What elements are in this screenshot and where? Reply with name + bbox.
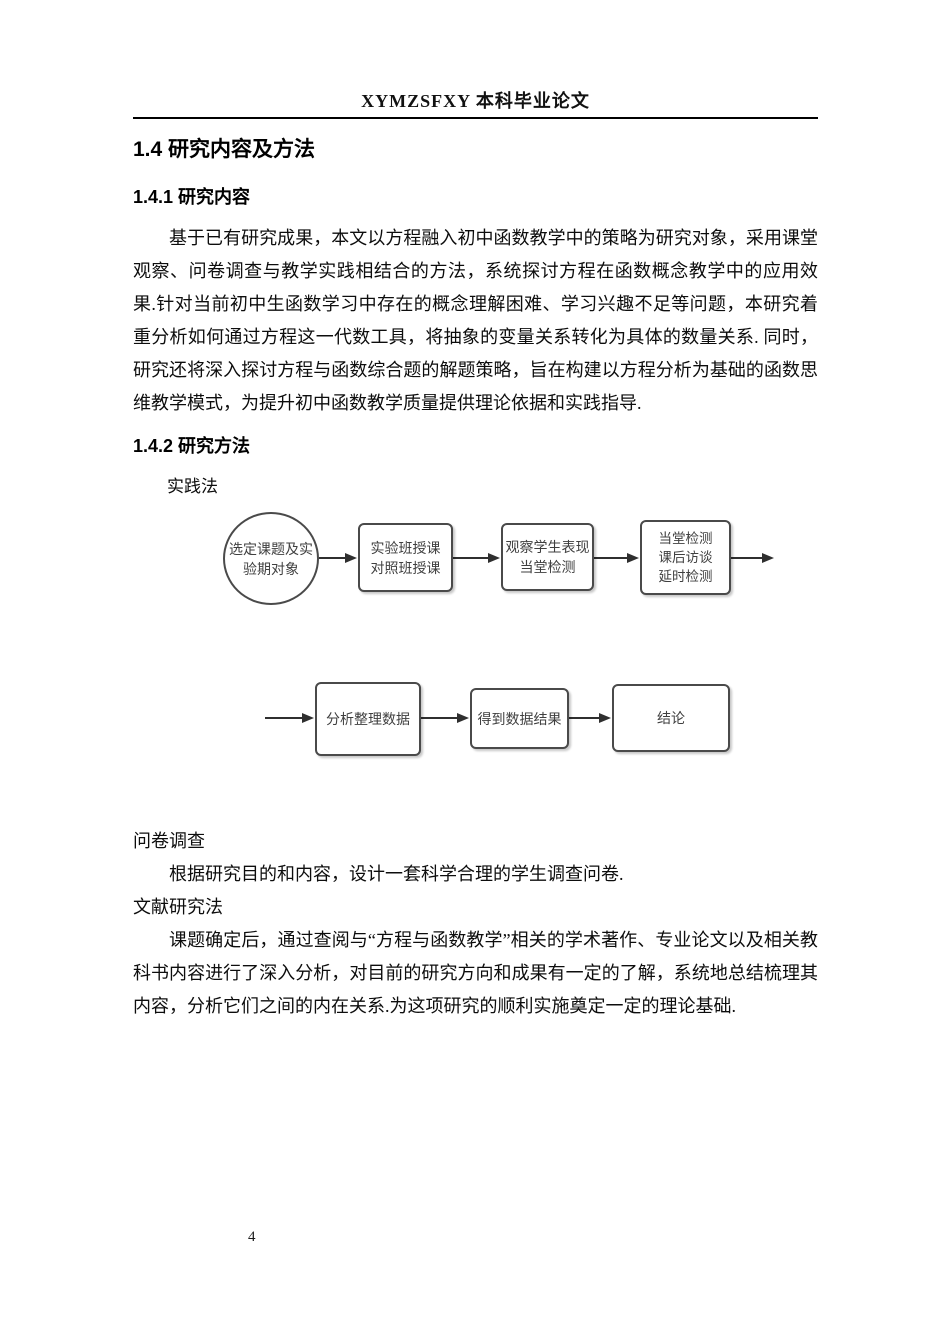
flow-node-line: 课后访谈 [658, 550, 713, 565]
literature-method-label: 文献研究法 [133, 897, 223, 917]
section-heading-1-4: 1.4 研究内容及方法 [133, 138, 316, 161]
questionnaire-text: 根据研究目的和内容，设计一套科学合理的学生调查问卷. [169, 864, 624, 884]
flow-node-line: 对照班授课 [370, 559, 441, 576]
flow-node-line: 选定课题及实 [229, 540, 313, 557]
literature-method-paragraph: 课题确定后，通过查阅与“方程与函数教学”相关的学术著作、专业论文以及相关教科书内… [133, 930, 818, 1016]
methods-detail-block: 问卷调查 根据研究目的和内容，设计一套科学合理的学生调查问卷. 文献研究法 课题… [133, 825, 818, 1023]
flow-node-data-results: 得到数据结果 [470, 688, 569, 749]
flow-node-line: 得到数据结果 [477, 710, 562, 727]
page-number: 4 [248, 1229, 256, 1245]
flow-node-in-class-test: 当堂检测 课后访谈 延时检测 [640, 520, 731, 595]
flow-node-select-topic: 选定课题及实 验期对象 [223, 512, 319, 605]
flowchart-arrows [265, 553, 774, 723]
flow-node-line: 结论 [657, 710, 685, 726]
questionnaire-label: 问卷调查 [133, 831, 205, 851]
flow-node-analyze-data: 分析整理数据 [315, 682, 421, 756]
flow-node-class-teaching: 实验班授课 对照班授课 [358, 523, 453, 592]
subsection-heading-1-4-2: 1.4.2 研究方法 [133, 436, 251, 456]
flow-node-line: 验期对象 [243, 560, 299, 577]
page-content: XYMZSFXY 本科毕业论文 1.4 研究内容及方法 1.4.1 研究内容 基… [133, 0, 818, 1023]
flow-node-line: 延时检测 [658, 569, 713, 584]
subsection-heading-1-4-1: 1.4.1 研究内容 [133, 187, 251, 207]
research-content-paragraph: 基于已有研究成果，本文以方程融入初中函数教学中的策略为研究对象，采用课堂观察、问… [133, 228, 818, 413]
flow-node-line: 观察学生表现 [505, 539, 590, 555]
running-header-title: XYMZSFXY 本科毕业论文 [361, 91, 590, 111]
flow-node-line: 分析整理数据 [326, 711, 410, 727]
flow-node-line: 实验班授课 [370, 539, 441, 556]
flow-node-observe-students: 观察学生表现 当堂检测 [501, 523, 594, 591]
running-header: XYMZSFXY 本科毕业论文 [133, 90, 818, 119]
flow-node-conclusion: 结论 [612, 684, 730, 752]
practice-method-label: 实践法 [167, 477, 218, 496]
flow-node-line: 当堂检测 [658, 531, 713, 546]
flow-node-line: 当堂检测 [519, 559, 576, 575]
research-method-flowchart: 选定课题及实 验期对象 实验班授课 对照班授课 观察学生表现 当堂检测 当堂检测… [133, 503, 818, 768]
